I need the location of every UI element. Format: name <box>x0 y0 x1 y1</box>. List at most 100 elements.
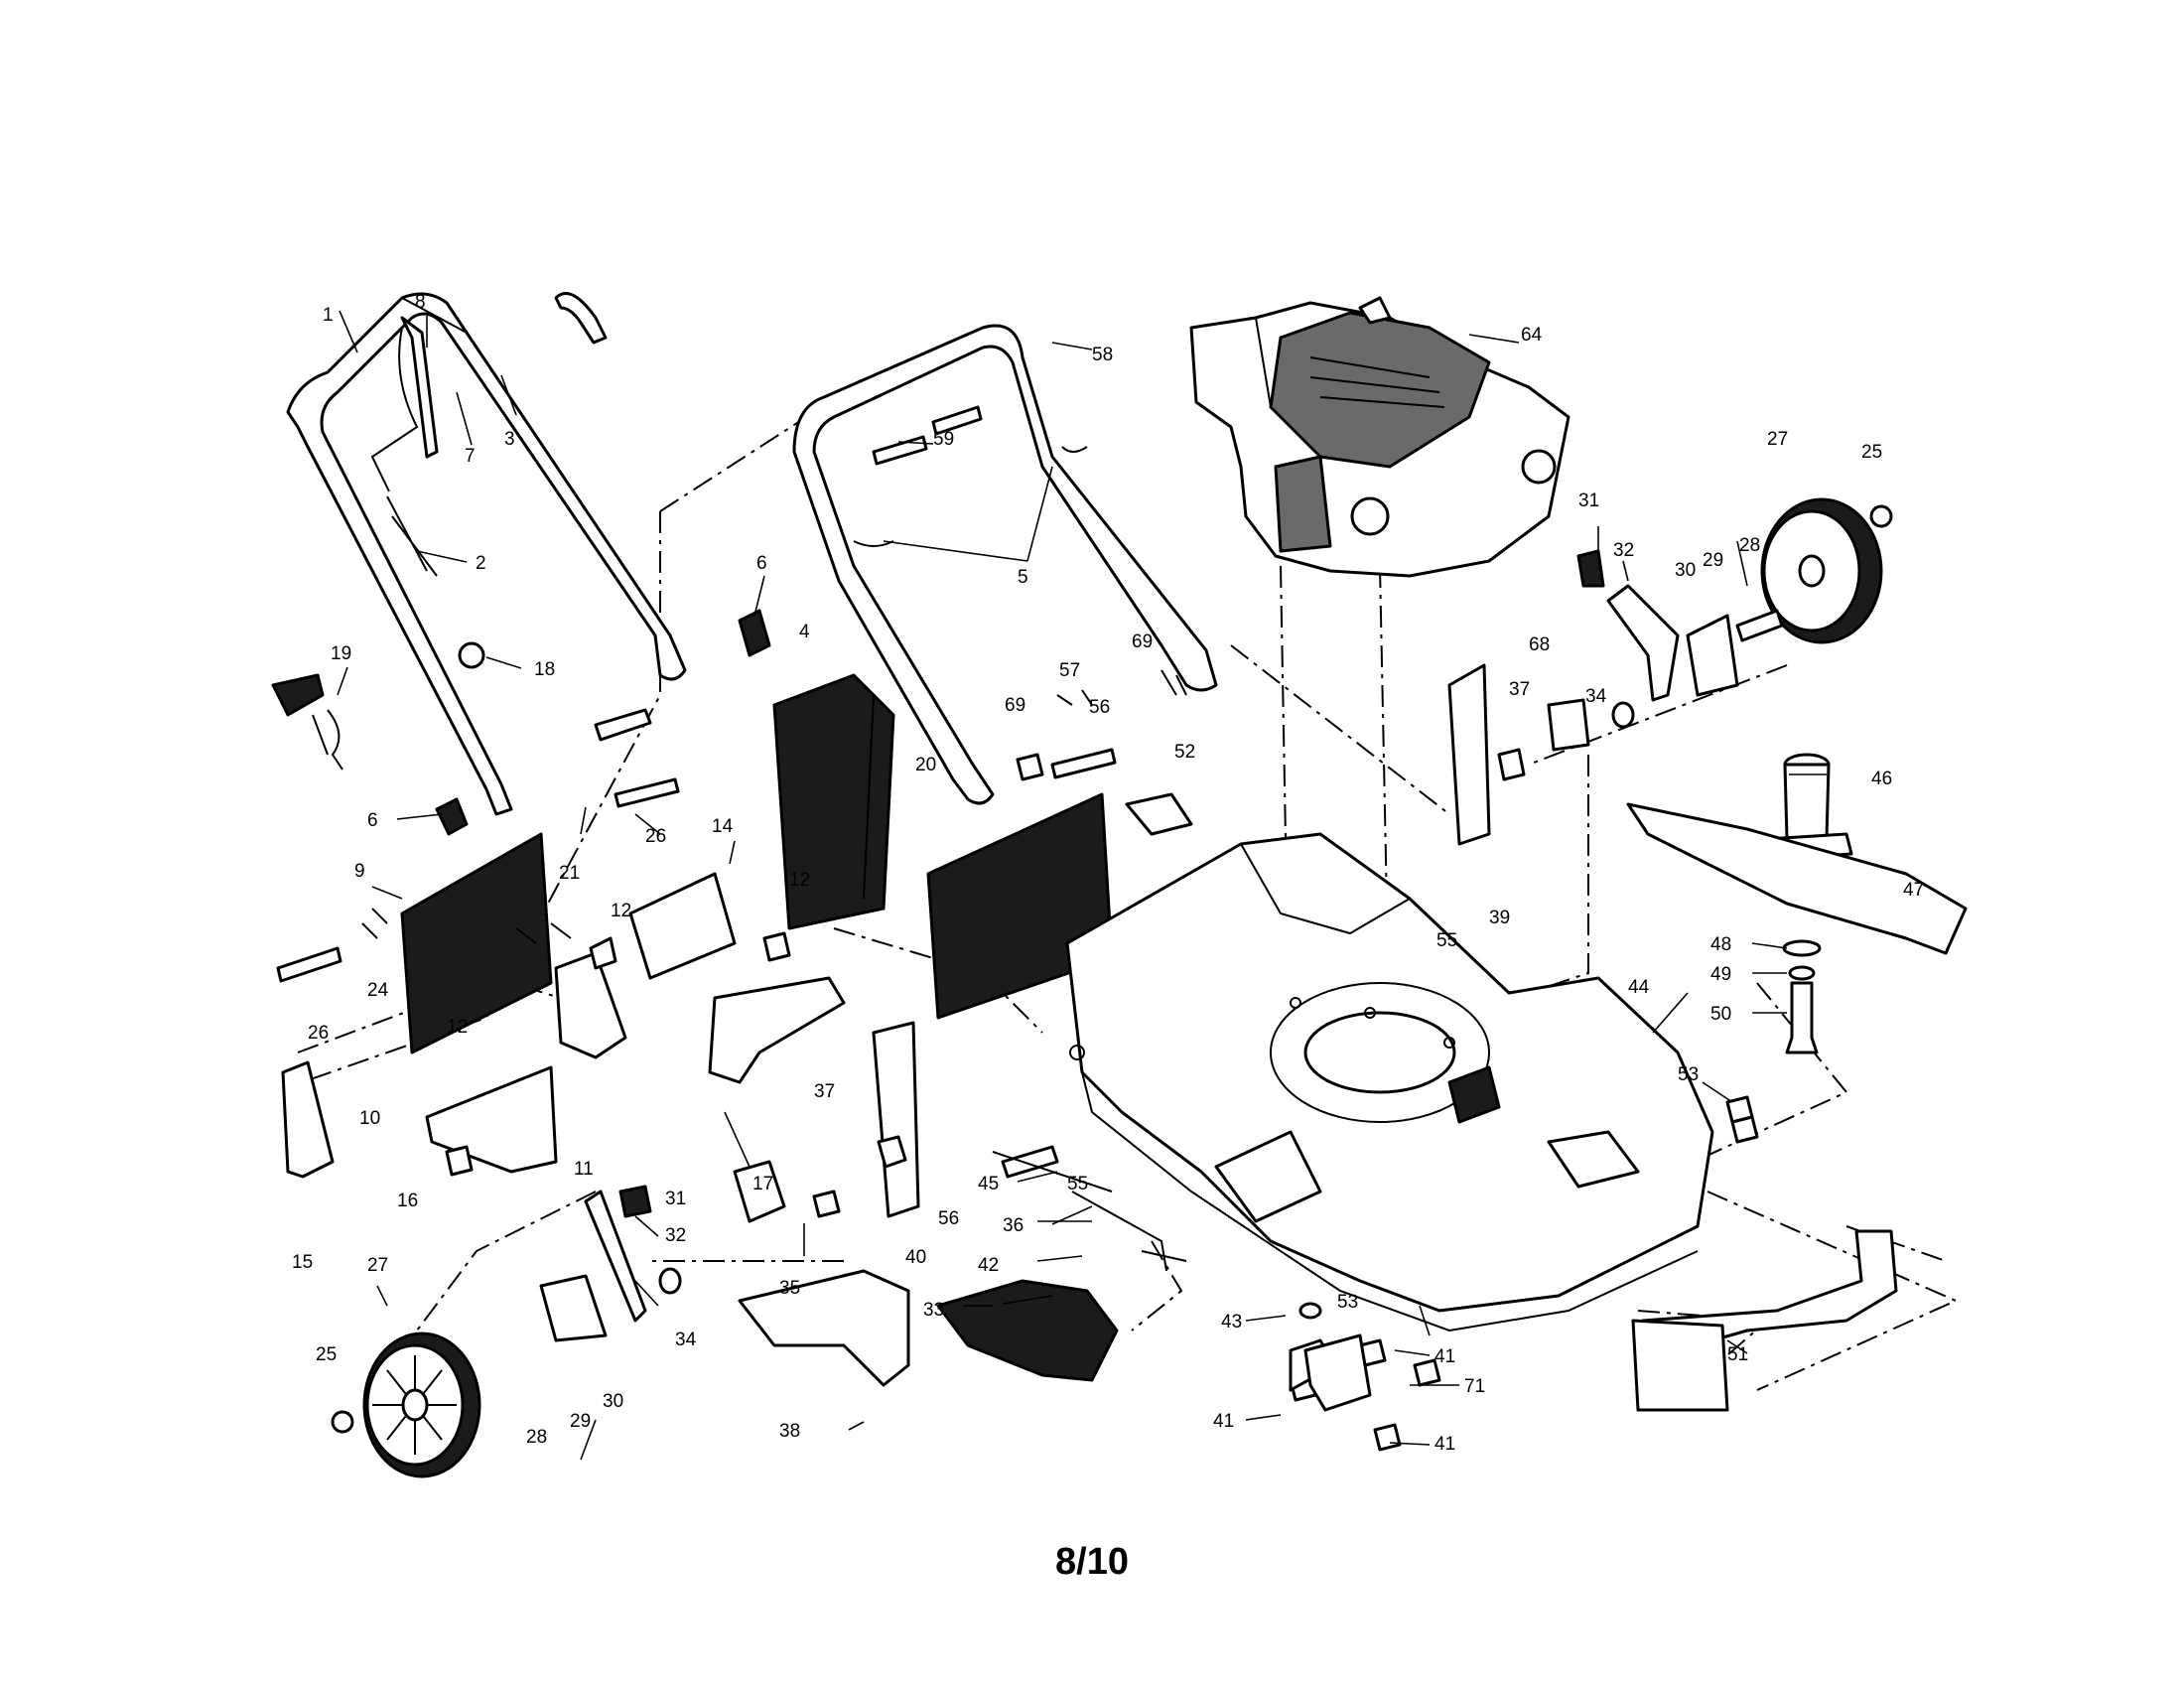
wheel-nut-left <box>331 1410 354 1434</box>
callout-label: 45 <box>978 1174 999 1194</box>
mower-deck <box>1065 832 1714 1333</box>
pivot-bracket-right <box>1447 663 1491 846</box>
rear-hinge-left <box>281 1060 335 1179</box>
callout-label: 9 <box>354 861 365 882</box>
callout-label: 71 <box>1464 1376 1485 1397</box>
callout-label: 4 <box>799 622 810 642</box>
callout-label: 28 <box>526 1427 547 1448</box>
callout-label: 69 <box>1132 632 1153 652</box>
handle-clamp-right <box>738 609 771 657</box>
callout-label: 55 <box>1436 930 1457 951</box>
callout-label: 57 <box>1059 660 1080 681</box>
callout-label: 49 <box>1710 964 1731 985</box>
callout-label: 26 <box>645 826 666 847</box>
adjuster-plate-right <box>1547 698 1590 752</box>
rear-flap <box>772 673 895 930</box>
lock-washer <box>1788 965 1816 981</box>
callout-label: 50 <box>1710 1004 1731 1025</box>
callout-label: 68 <box>1529 634 1550 655</box>
callout-label: 58 <box>1092 345 1113 365</box>
hinge-plate <box>628 872 737 980</box>
callout-label: 3 <box>504 429 515 450</box>
handle-knob <box>271 673 343 771</box>
height-adjuster-right <box>1606 584 1680 702</box>
callout-label: 43 <box>1221 1312 1242 1333</box>
control-bail <box>370 327 438 577</box>
callout-label: 11 <box>574 1159 594 1180</box>
callout-label: 24 <box>367 980 389 1001</box>
callout-label: 21 <box>559 863 580 884</box>
callout-label: 64 <box>1521 325 1543 346</box>
callout-label: 12 <box>789 870 810 891</box>
hinge-bracket <box>554 951 627 1059</box>
blade-bolt <box>1785 981 1819 1054</box>
height-adjuster-left <box>584 1190 647 1323</box>
callout-label: 34 <box>1585 686 1607 707</box>
wheel-nut-right <box>1869 504 1893 528</box>
callout-label: 26 <box>308 1023 329 1044</box>
callout-label: 27 <box>1767 429 1788 450</box>
rear-flap-edge <box>853 674 876 900</box>
blade-washer <box>1782 939 1822 957</box>
callout-label: 59 <box>933 429 954 450</box>
front-deflector <box>1125 792 1193 836</box>
callout-label: 20 <box>915 755 936 775</box>
callout-label: 36 <box>1003 1215 1024 1236</box>
rear-wheel-right <box>1760 497 1883 644</box>
callout-label: 30 <box>603 1391 623 1412</box>
callout-label: 37 <box>1509 679 1530 700</box>
callout-label: 25 <box>1861 442 1882 463</box>
callout-label: 32 <box>665 1225 686 1246</box>
callout-label: 1 <box>323 305 334 326</box>
callout-label: 30 <box>1675 560 1696 581</box>
callout-label: 56 <box>938 1208 959 1229</box>
callout-label: 41 <box>1213 1411 1234 1432</box>
handle-clamp-left <box>435 797 469 836</box>
callout-label: 29 <box>1703 550 1723 571</box>
upper-handle <box>286 292 687 816</box>
callout-label: 17 <box>752 1174 773 1194</box>
blade <box>1626 802 1968 955</box>
callout-label: 41 <box>1434 1346 1455 1367</box>
callout-label: 41 <box>1434 1434 1455 1455</box>
callout-label: 39 <box>1489 908 1510 928</box>
callout-label: 7 <box>465 446 476 467</box>
side-discharge-door <box>1631 1319 1729 1412</box>
callout-label: 47 <box>1903 880 1924 901</box>
rear-wheel-left <box>362 1332 481 1478</box>
discharge-chute <box>708 976 846 1084</box>
callout-label: 10 <box>359 1108 380 1129</box>
callout-label: 44 <box>1628 977 1650 998</box>
callout-label: 25 <box>316 1344 337 1365</box>
callout-label: 53 <box>1678 1064 1699 1085</box>
callout-label: 12 <box>611 901 631 921</box>
callout-label: 38 <box>779 1421 800 1442</box>
callout-label: 40 <box>905 1247 926 1268</box>
pivot-bracket-left <box>872 1021 920 1218</box>
adjuster-plate-left <box>733 1160 786 1223</box>
callout-label: 42 <box>978 1255 999 1276</box>
front-door-panel <box>400 832 553 1054</box>
callout-label: 37 <box>814 1081 835 1102</box>
callout-label: 48 <box>1710 934 1731 955</box>
page-number: 8/10 <box>1055 1541 1129 1583</box>
callout-label: 6 <box>367 810 378 831</box>
callout-label: 35 <box>779 1278 800 1299</box>
engine <box>1189 296 1570 578</box>
callout-label: 56 <box>1089 697 1110 718</box>
callout-label: 15 <box>292 1252 313 1273</box>
callout-label: 5 <box>1018 567 1028 588</box>
callout-leaders <box>337 310 1827 1461</box>
callout-label: 69 <box>1005 695 1025 716</box>
axle-bracket-left <box>539 1274 608 1342</box>
door-bracket <box>425 1065 558 1174</box>
callout-label: 2 <box>476 553 486 574</box>
axle-bracket-right <box>1686 614 1739 697</box>
callout-label: 29 <box>570 1411 591 1432</box>
callout-label: 52 <box>1174 742 1195 763</box>
adjuster-knob-left <box>618 1185 652 1218</box>
callout-label: 8 <box>415 292 426 313</box>
callout-label: 53 <box>1337 1292 1358 1313</box>
mulch-plug-left <box>738 1269 910 1387</box>
